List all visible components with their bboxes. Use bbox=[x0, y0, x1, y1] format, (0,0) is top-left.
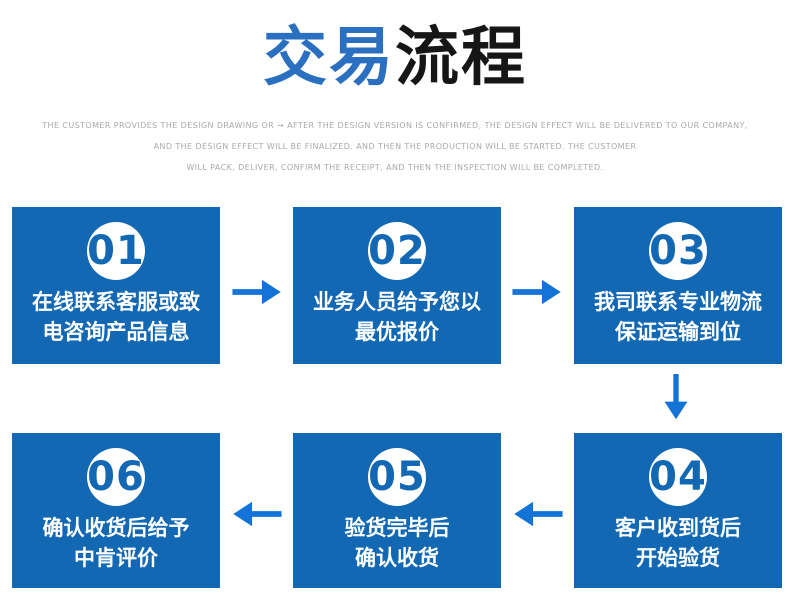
step-number-badge: 04 bbox=[649, 448, 707, 506]
step-number-badge: 05 bbox=[368, 448, 426, 506]
step-description-line: 客户收到货后 bbox=[615, 516, 741, 540]
step-box-03: 03 我司联系专业物流 保证运输到位 bbox=[574, 207, 782, 364]
arrow-down-icon bbox=[652, 372, 700, 422]
arrow-right-icon bbox=[228, 272, 286, 312]
step-number: 02 bbox=[368, 228, 426, 274]
step-number-badge: 06 bbox=[87, 448, 145, 506]
step-description-line: 业务人员给予您以 bbox=[313, 290, 481, 314]
step-description: 确认收货后给予 中肯评价 bbox=[43, 513, 190, 573]
arrow-left-icon bbox=[228, 494, 286, 534]
page-title: 交易流程 bbox=[0, 18, 790, 98]
step-description: 业务人员给予您以 最优报价 bbox=[313, 287, 481, 347]
step-description-line: 电咨询产品信息 bbox=[42, 320, 190, 344]
step-box-01: 01 在线联系客服或致 电咨询产品信息 bbox=[12, 207, 220, 364]
step-number-badge: 03 bbox=[649, 222, 707, 280]
step-description-line: 最优报价 bbox=[355, 320, 439, 344]
step-box-05: 05 验货完毕后 确认收货 bbox=[293, 433, 501, 588]
step-description-line: 开始验货 bbox=[636, 546, 720, 570]
step-description: 在线联系客服或致 电咨询产品信息 bbox=[32, 287, 200, 347]
subtitle-line-2: AND THE DESIGN EFFECT WILL BE FINALIZED.… bbox=[153, 142, 637, 151]
step-description-line: 验货完毕后 bbox=[344, 516, 450, 540]
subtitle-line-1: THE CUSTOMER PROVIDES THE DESIGN DRAWING… bbox=[42, 121, 748, 130]
step-description: 验货完毕后 确认收货 bbox=[345, 513, 450, 573]
step-description: 我司联系专业物流 保证运输到位 bbox=[594, 287, 762, 347]
arrow-right-icon bbox=[508, 272, 566, 312]
step-number: 05 bbox=[368, 454, 426, 500]
subtitle-line-3: WILL PACK, DELIVER, CONFIRM THE RECEIPT,… bbox=[186, 163, 604, 172]
subtitle-caption: THE CUSTOMER PROVIDES THE DESIGN DRAWING… bbox=[0, 115, 790, 178]
page-title-black-part: 流程 bbox=[395, 21, 527, 95]
step-description-line: 我司联系专业物流 bbox=[594, 290, 762, 314]
step-description-line: 确认收货 bbox=[355, 546, 439, 570]
step-description: 客户收到货后 开始验货 bbox=[615, 513, 741, 573]
step-number-badge: 02 bbox=[368, 222, 426, 280]
step-box-04: 04 客户收到货后 开始验货 bbox=[574, 433, 782, 588]
step-box-06: 06 确认收货后给予 中肯评价 bbox=[12, 433, 220, 588]
step-description-line: 保证运输到位 bbox=[615, 320, 741, 344]
step-number: 01 bbox=[87, 228, 145, 274]
step-description-line: 确认收货后给予 bbox=[42, 516, 190, 540]
step-description-line: 中肯评价 bbox=[74, 546, 158, 570]
step-number: 04 bbox=[649, 454, 707, 500]
arrow-left-icon bbox=[509, 494, 567, 534]
step-number: 03 bbox=[649, 228, 707, 274]
step-number: 06 bbox=[87, 454, 145, 500]
step-number-badge: 01 bbox=[87, 222, 145, 280]
step-description-line: 在线联系客服或致 bbox=[32, 290, 200, 314]
step-box-02: 02 业务人员给予您以 最优报价 bbox=[293, 207, 501, 364]
page-title-blue-part: 交易 bbox=[263, 21, 395, 95]
